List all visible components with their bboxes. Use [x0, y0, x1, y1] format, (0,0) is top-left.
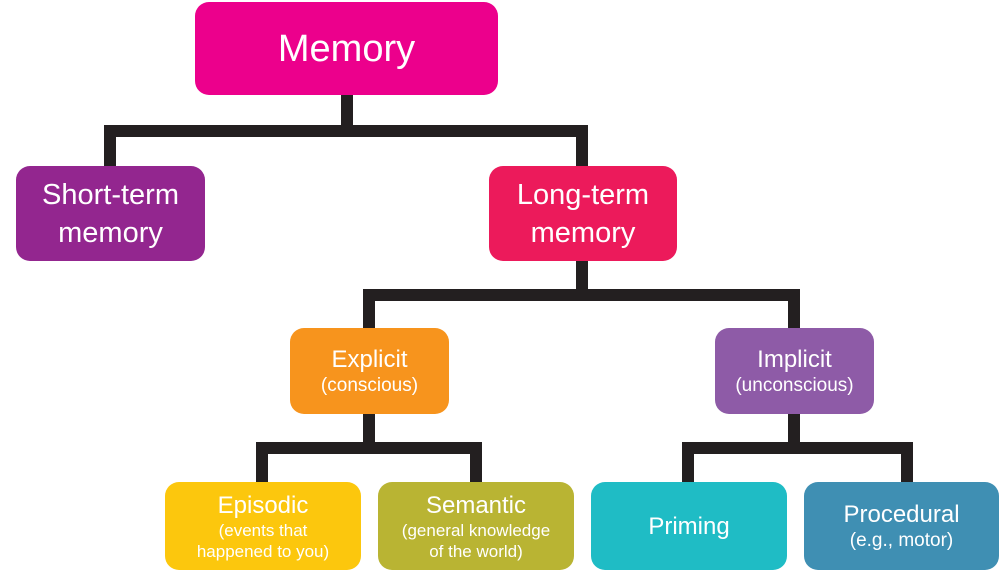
episodic-title: Episodic: [217, 491, 309, 519]
connector-implicit: [682, 407, 913, 490]
connector-explicit: [256, 407, 482, 490]
episodic-node: Episodic (events that happened to you): [165, 482, 361, 570]
connector-long-term: [363, 252, 800, 336]
memory-node: Memory: [195, 2, 498, 95]
explicit-subtitle: (conscious): [320, 374, 419, 396]
memory-title: Memory: [277, 27, 416, 70]
priming-node: Priming: [591, 482, 787, 570]
procedural-node: Procedural (e.g., motor): [804, 482, 999, 570]
connector-memory: [104, 89, 588, 174]
semantic-title: Semantic: [425, 491, 527, 519]
implicit-title: Implicit: [757, 345, 832, 373]
short-term-memory-node: Short-term memory: [16, 166, 205, 261]
explicit-node: Explicit (conscious): [290, 328, 449, 414]
long-term-title: Long-term memory: [516, 178, 650, 249]
semantic-subtitle: (general knowledge of the world): [401, 520, 551, 561]
semantic-node: Semantic (general knowledge of the world…: [378, 482, 574, 570]
implicit-subtitle: (unconscious): [735, 374, 854, 396]
explicit-title: Explicit: [331, 345, 408, 373]
short-term-title: Short-term memory: [42, 178, 179, 249]
episodic-subtitle: (events that happened to you): [196, 520, 330, 561]
implicit-node: Implicit (unconscious): [715, 328, 874, 414]
procedural-subtitle: (e.g., motor): [849, 529, 954, 551]
priming-title: Priming: [648, 512, 730, 540]
procedural-title: Procedural: [843, 500, 960, 528]
long-term-memory-node: Long-term memory: [489, 166, 677, 261]
